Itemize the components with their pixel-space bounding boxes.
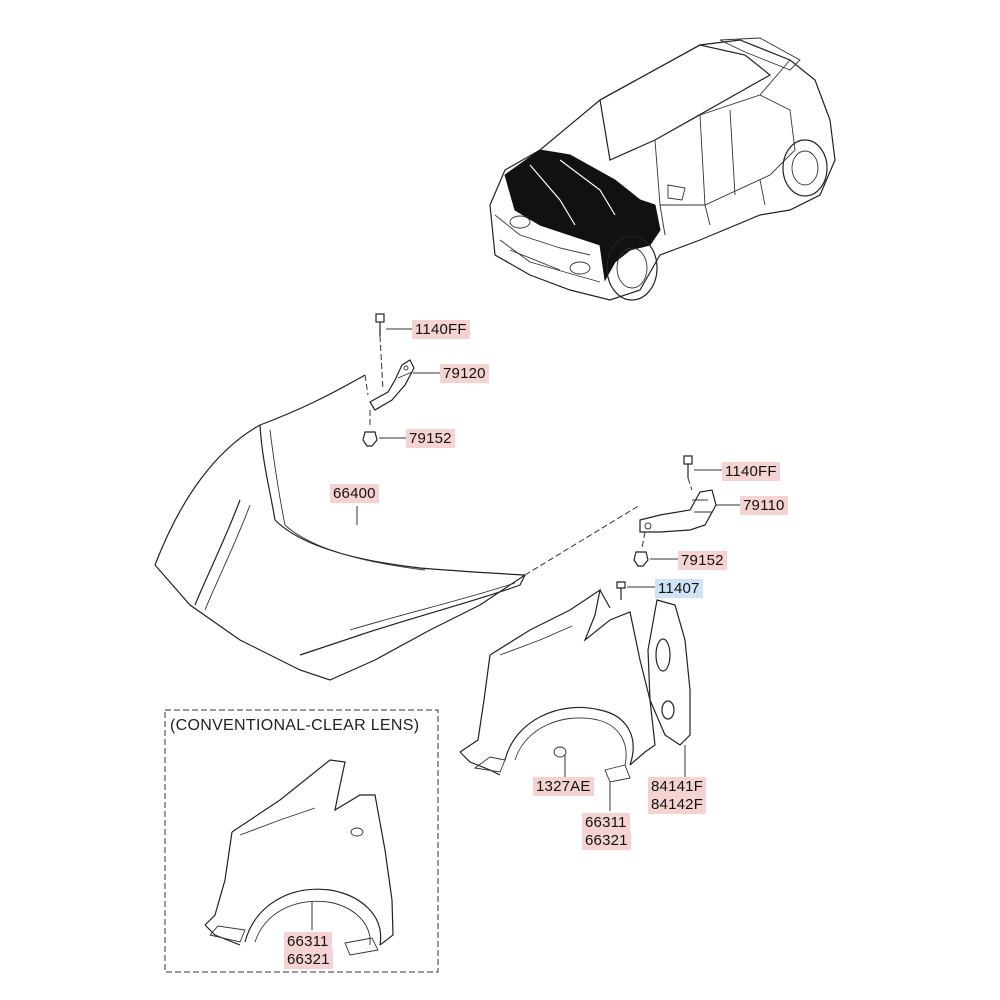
part-label-66311-main: 66311 [582, 813, 630, 832]
part-label-11407: 11407 [655, 579, 703, 598]
part-label-79152-right: 79152 [678, 551, 727, 570]
part-label-1140ff-right: 1140FF [722, 462, 780, 481]
part-label-1327ae: 1327AE [533, 777, 594, 796]
left-hinge-assembly [362, 313, 440, 447]
front-fender-drawing [459, 588, 656, 811]
part-label-84142f: 84142F [648, 795, 707, 814]
part-label-79110: 79110 [740, 496, 788, 515]
part-label-66311-inset: 66311 [284, 932, 332, 951]
part-label-79120: 79120 [440, 364, 489, 383]
part-label-1140ff-top: 1140FF [412, 320, 470, 339]
part-label-66321-inset: 66321 [284, 950, 333, 969]
car-illustration [489, 37, 836, 301]
hood-drawing [154, 374, 641, 681]
inset-box [164, 709, 439, 973]
inset-caption: (CONVENTIONAL-CLEAR LENS) [170, 717, 420, 734]
right-hinge-assembly [616, 455, 740, 600]
part-label-66321-main: 66321 [582, 831, 631, 850]
fender-bracket-drawing [647, 599, 691, 777]
part-label-79152-left: 79152 [406, 429, 455, 448]
part-label-66400: 66400 [330, 484, 379, 503]
fender-highlight [599, 199, 661, 282]
part-label-84141f: 84141F [648, 777, 707, 796]
